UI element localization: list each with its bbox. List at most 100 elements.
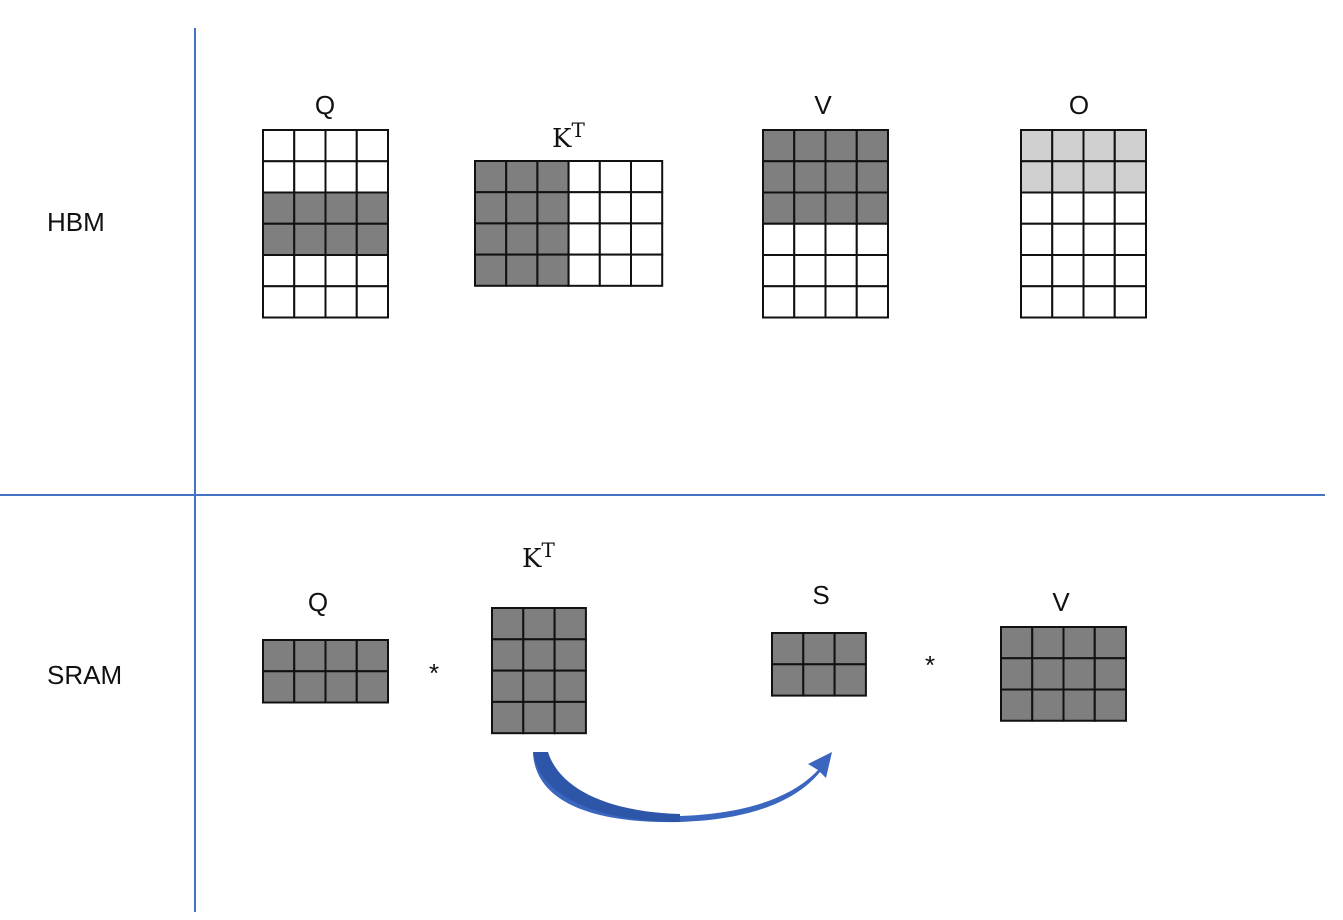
hbm-kt-cell — [505, 222, 539, 256]
hbm-kt-cell — [505, 253, 539, 287]
sram-kt-cell — [553, 700, 587, 735]
hbm-o-cell — [1113, 222, 1147, 256]
hbm-o-cell — [1020, 129, 1054, 163]
hbm-v-cell — [855, 222, 889, 256]
hbm-o-cell — [1020, 254, 1054, 288]
sram-s-label: S — [812, 580, 829, 610]
sram-label: SRAM — [47, 660, 122, 690]
hbm-v-cell — [762, 222, 796, 256]
hbm-kt-cell — [536, 160, 570, 194]
hbm-v-cell — [793, 254, 827, 288]
hbm-v-cell — [793, 160, 827, 194]
hbm-o-cell — [1082, 285, 1116, 319]
hbm-kt-cell — [567, 222, 601, 256]
hbm-v-cell — [762, 191, 796, 225]
sram-q-matrix — [262, 639, 389, 704]
hbm-o-cell — [1082, 254, 1116, 288]
hbm-v-cell — [855, 129, 889, 163]
hbm-kt-cell — [630, 160, 664, 194]
hbm-o-cell — [1082, 222, 1116, 256]
hbm-q-cell — [324, 254, 358, 288]
hbm-q-cell — [355, 191, 389, 225]
sram-q-cell — [355, 639, 389, 673]
hbm-q-cell — [262, 285, 296, 319]
sram-kt-matrix — [491, 607, 587, 735]
hbm-o-cell — [1113, 191, 1147, 225]
hbm-v-cell — [824, 222, 858, 256]
hbm-v-cell — [824, 254, 858, 288]
hbm-kt-label: KT — [552, 118, 585, 154]
hbm-o-cell — [1051, 222, 1085, 256]
hbm-q-cell — [262, 254, 296, 288]
hbm-q-cell — [355, 285, 389, 319]
hbm-q-cell — [324, 160, 358, 194]
hbm-o-cell — [1020, 191, 1054, 225]
sram-q-label: Q — [308, 587, 328, 617]
hbm-v-cell — [762, 254, 796, 288]
hbm-kt-cell — [598, 191, 632, 225]
sram-s-cell — [802, 663, 836, 697]
hbm-v-matrix — [762, 129, 889, 319]
sram-q-cell — [324, 670, 358, 704]
hbm-q-cell — [355, 254, 389, 288]
hbm-q-cell — [293, 285, 327, 319]
hbm-v-cell — [855, 160, 889, 194]
hbm-kt-cell — [505, 160, 539, 194]
hbm-v-cell — [793, 191, 827, 225]
hbm-v-cell — [824, 191, 858, 225]
hbm-kt-cell — [598, 160, 632, 194]
hbm-q-cell — [293, 191, 327, 225]
hbm-v-cell — [855, 191, 889, 225]
sram-s-cell — [771, 632, 805, 666]
sram-kt-cell — [491, 607, 525, 641]
hbm-q-cell — [324, 222, 358, 256]
hbm-o-cell — [1082, 191, 1116, 225]
sram-v-cell — [1000, 657, 1034, 691]
hbm-kt-cell — [474, 222, 508, 256]
hbm-o-cell — [1082, 129, 1116, 163]
hbm-q-cell — [293, 254, 327, 288]
hbm-q-cell — [293, 160, 327, 194]
hbm-v-cell — [855, 285, 889, 319]
sram-s-cell — [833, 632, 867, 666]
hbm-o-cell — [1113, 285, 1147, 319]
hbm-kt-cell — [505, 191, 539, 225]
curved-arrow-icon — [533, 752, 832, 823]
hbm-q-cell — [355, 129, 389, 163]
hbm-label: HBM — [47, 207, 105, 237]
hbm-o-cell — [1051, 254, 1085, 288]
hbm-q-cell — [324, 285, 358, 319]
sram-q-cell — [262, 670, 296, 704]
hbm-q-cell — [324, 191, 358, 225]
multiply-operator-2: * — [925, 650, 935, 680]
hbm-o-cell — [1051, 160, 1085, 194]
sram-v-cell — [1093, 657, 1127, 691]
sram-v-cell — [1062, 688, 1096, 722]
hbm-v-cell — [762, 129, 796, 163]
sram-v-cell — [1031, 626, 1065, 660]
sram-v-cell — [1000, 626, 1034, 660]
hbm-v-cell — [793, 129, 827, 163]
hbm-kt-cell — [536, 191, 570, 225]
hbm-q-cell — [262, 160, 296, 194]
hbm-o-cell — [1020, 285, 1054, 319]
hbm-q-cell — [324, 129, 358, 163]
hbm-v-cell — [824, 129, 858, 163]
hbm-q-label: Q — [315, 90, 335, 120]
hbm-o-cell — [1113, 254, 1147, 288]
sram-s-cell — [771, 663, 805, 697]
sram-kt-cell — [553, 669, 587, 703]
hbm-v-cell — [762, 285, 796, 319]
hbm-v-cell — [824, 285, 858, 319]
sram-s-matrix — [771, 632, 867, 697]
hbm-kt-cell — [630, 191, 664, 225]
hbm-o-cell — [1051, 191, 1085, 225]
hbm-kt-cell — [567, 160, 601, 194]
hbm-q-cell — [262, 129, 296, 163]
hbm-kt-cell — [598, 253, 632, 287]
sram-q-cell — [293, 670, 327, 704]
sram-v-cell — [1093, 688, 1127, 722]
hbm-kt-cell — [474, 253, 508, 287]
hbm-o-cell — [1113, 160, 1147, 194]
